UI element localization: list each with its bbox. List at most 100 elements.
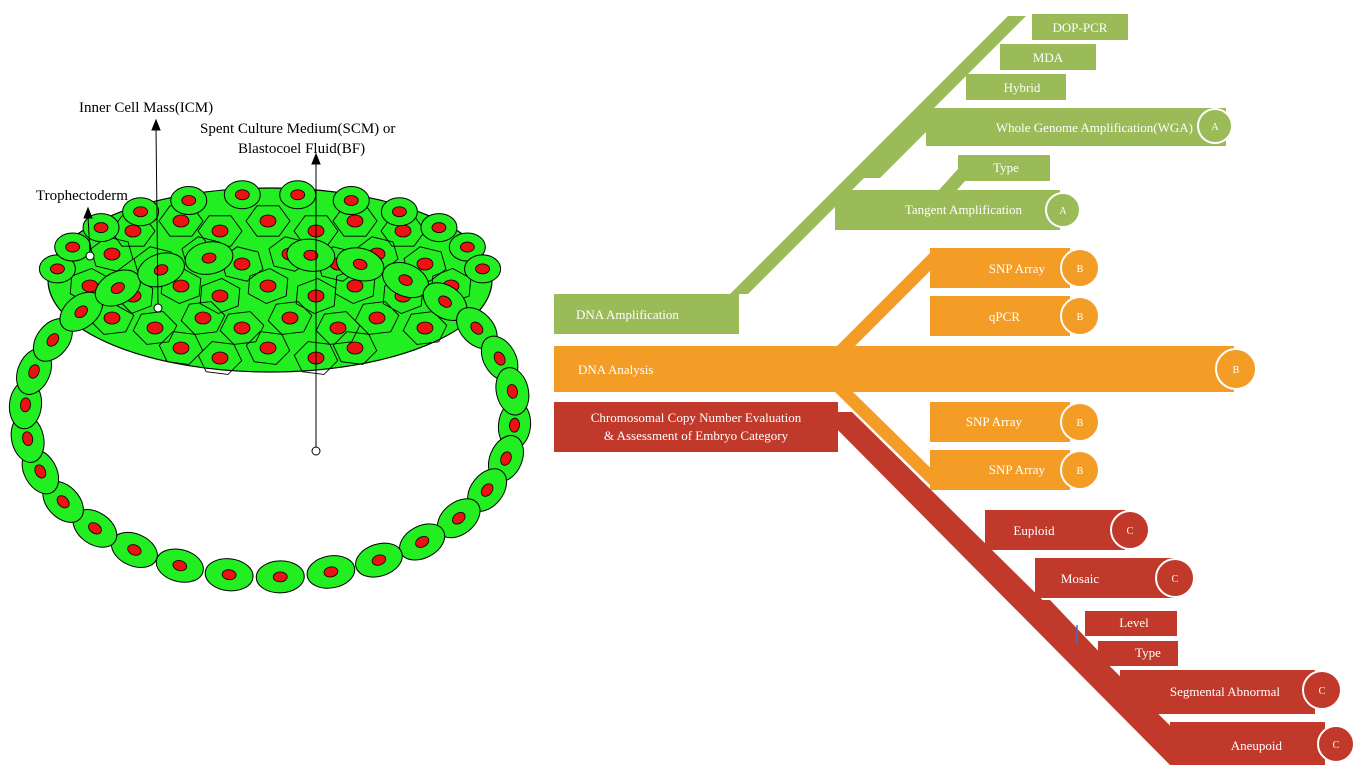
euploid-badge bbox=[1110, 510, 1150, 550]
trophectoderm-cell bbox=[204, 558, 254, 592]
trophectoderm-cell bbox=[448, 232, 486, 262]
icm-nucleus bbox=[416, 321, 434, 335]
trophectoderm-cell bbox=[32, 318, 73, 362]
icm-nucleus bbox=[346, 341, 364, 355]
trophectoderm-cell bbox=[464, 254, 502, 284]
mosaic-label: Mosaic bbox=[1061, 571, 1100, 586]
euploid-badge-text: C bbox=[1127, 526, 1134, 537]
icm-cell bbox=[402, 311, 448, 345]
trophectoderm-cell bbox=[380, 197, 418, 227]
icm-cell bbox=[403, 246, 447, 282]
tangent-badge-text: A bbox=[1059, 206, 1067, 217]
analysis-item-2-badge: B bbox=[1077, 312, 1084, 323]
tangent-label: Tangent Amplification bbox=[905, 202, 1023, 217]
segmental-label: Segmental Abnormal bbox=[1170, 684, 1281, 699]
wga-label: Whole Genome Amplification(WGA) bbox=[996, 120, 1193, 135]
trophectoderm-cell bbox=[437, 498, 481, 539]
euploid-label: Euploid bbox=[1013, 523, 1055, 538]
trophectoderm-cell bbox=[495, 367, 530, 416]
analysis-item-1-label: SNP Array bbox=[989, 261, 1046, 276]
trophectoderm-cell bbox=[137, 252, 185, 288]
analysis-badge-3 bbox=[1060, 402, 1100, 442]
trophectoderm-cell bbox=[420, 213, 458, 243]
icm-nucleus bbox=[211, 289, 229, 303]
blastocyst-illustration: Inner Cell Mass(ICM) Spent Culture Mediu… bbox=[8, 100, 532, 594]
icm-nucleus bbox=[194, 311, 212, 325]
icm-nucleus bbox=[368, 311, 386, 325]
amplification-branch bbox=[554, 14, 1226, 334]
icm-nucleus bbox=[259, 341, 277, 355]
tangent-badge bbox=[1045, 192, 1081, 228]
trophectoderm-label: Trophectoderm bbox=[36, 188, 128, 204]
icm-nucleus bbox=[329, 321, 347, 335]
trophectoderm-cell bbox=[38, 254, 76, 284]
icm-nucleus bbox=[211, 224, 229, 238]
trophectoderm-ring bbox=[8, 180, 532, 594]
mind-map: DNA Amplification Whole Genome Amplifica… bbox=[554, 14, 1355, 765]
trophectoderm-cell bbox=[72, 508, 118, 548]
trophectoderm-cell bbox=[306, 555, 356, 589]
trophectoderm-cell bbox=[399, 523, 446, 561]
icm-nucleus bbox=[394, 224, 412, 238]
analysis-badge-4 bbox=[1060, 450, 1100, 490]
analysis-item-3-label: SNP Array bbox=[966, 414, 1023, 429]
icm-cell bbox=[245, 205, 291, 237]
level-label: Level bbox=[1119, 615, 1149, 630]
analysis-badge-2 bbox=[1060, 296, 1100, 336]
trophectoderm-cell bbox=[122, 197, 160, 227]
trophectoderm-cell bbox=[170, 186, 208, 216]
mosaic-badge bbox=[1155, 558, 1195, 598]
wga-badge bbox=[1197, 108, 1233, 144]
analysis-branch bbox=[554, 248, 1234, 490]
icm-nucleus bbox=[259, 214, 277, 228]
trophectoderm-cell bbox=[184, 241, 234, 275]
mda-label: MDA bbox=[1033, 50, 1064, 65]
aneupoid-badge bbox=[1317, 725, 1355, 763]
amplification-root-label: DNA Amplification bbox=[576, 307, 679, 322]
icm-nucleus bbox=[346, 214, 364, 228]
icm-nucleus bbox=[233, 321, 251, 335]
inner-cell-mass bbox=[47, 187, 493, 375]
icm-nucleus bbox=[233, 257, 251, 271]
trophectoderm-cell bbox=[286, 238, 336, 272]
analysis-badge-1 bbox=[1060, 248, 1100, 288]
analysis-root-badge-text: B bbox=[1233, 365, 1240, 376]
icm-cell bbox=[293, 341, 339, 375]
icm-cell bbox=[132, 311, 178, 345]
icm-nucleus bbox=[259, 279, 277, 293]
analysis-root-label: DNA Analysis bbox=[578, 362, 653, 377]
icm-nucleus bbox=[172, 214, 190, 228]
analysis-item-3-badge: B bbox=[1077, 418, 1084, 429]
analysis-item-2-label: qPCR bbox=[989, 309, 1020, 324]
icm-cell bbox=[199, 278, 241, 314]
trophectoderm-cell bbox=[422, 282, 468, 322]
icm-nucleus bbox=[124, 224, 142, 238]
scm-label-line2: Blastocoel Fluid(BF) bbox=[238, 141, 365, 157]
icm-cell bbox=[197, 341, 243, 375]
evaluation-root-line1: Chromosomal Copy Number Evaluation bbox=[591, 410, 802, 425]
icm-cell bbox=[197, 215, 243, 247]
evaluation-root-line2: & Assessment of Embryo Category bbox=[604, 428, 789, 443]
wga-badge-text: A bbox=[1211, 122, 1219, 133]
icm-nucleus bbox=[281, 311, 299, 325]
icm-label: Inner Cell Mass(ICM) bbox=[79, 100, 213, 116]
analysis-item-4-label: SNP Array bbox=[989, 462, 1046, 477]
trophectoderm-cell bbox=[82, 213, 120, 243]
icm-nucleus bbox=[172, 279, 190, 293]
dop-pcr-label: DOP-PCR bbox=[1053, 20, 1108, 35]
analysis-item-4-badge: B bbox=[1077, 466, 1084, 477]
trophectoderm-cell bbox=[332, 186, 370, 216]
type-label-amplification: Type bbox=[993, 160, 1019, 175]
icm-cell bbox=[247, 268, 289, 304]
aneupoid-badge-text: C bbox=[1333, 740, 1340, 751]
trophectoderm-cell bbox=[279, 180, 317, 210]
icm-nucleus bbox=[146, 321, 164, 335]
mosaic-badge-text: C bbox=[1172, 574, 1179, 585]
icm-nucleus bbox=[346, 279, 364, 293]
trophectoderm-cell bbox=[223, 180, 261, 210]
trophectoderm-cell bbox=[355, 542, 403, 578]
segmental-badge bbox=[1302, 670, 1342, 710]
trophectoderm-cell bbox=[382, 262, 429, 299]
trophectoderm-cell bbox=[155, 548, 204, 583]
